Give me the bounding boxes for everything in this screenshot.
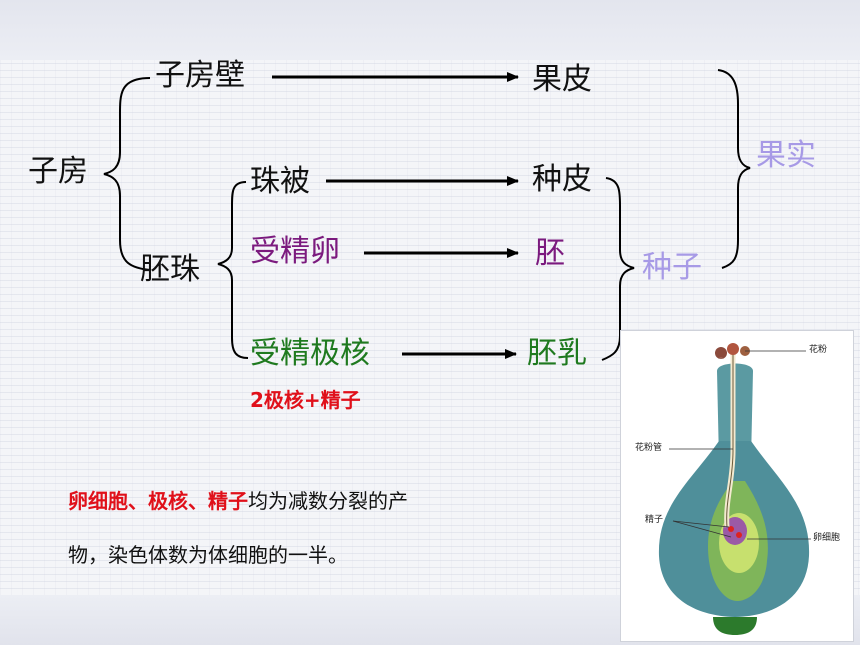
label-seed: 种子: [642, 250, 702, 285]
ovule-brace: [217, 181, 249, 359]
label-fruit: 果实: [756, 138, 816, 173]
pistil-figure: 花粉 花粉管 精子 卵细胞: [620, 330, 854, 642]
note-red-part: 卵细胞、极核、精子: [68, 489, 248, 513]
label-ovary: 子房: [28, 154, 88, 189]
fig-label-pollen-tube: 花粉管: [635, 443, 663, 453]
label-pericarp: 果皮: [532, 62, 592, 97]
fig-label-pollen: 花粉: [809, 345, 828, 355]
label-polar-note: 2极核+精子: [250, 388, 361, 412]
label-seed-coat: 种皮: [532, 162, 592, 197]
label-ovary-wall: 子房壁: [155, 58, 245, 93]
fruit-brace: [717, 69, 751, 269]
label-embryo: 胚: [535, 236, 565, 271]
fig-label-sperm: 精子: [645, 515, 664, 525]
top-band: [0, 0, 860, 60]
label-ovule: 胚珠: [140, 252, 200, 287]
label-fertilized-polar-nuclei: 受精极核: [250, 336, 370, 371]
label-endosperm: 胚乳: [527, 336, 587, 371]
note-line-2: 物，染色体数为体细胞的一半。: [68, 543, 348, 567]
fig-label-egg-cell: 卵细胞: [813, 533, 841, 543]
note-line-1: 卵细胞、极核、精子均为减数分裂的产: [68, 486, 588, 516]
label-integument: 珠被: [250, 164, 310, 199]
note-line1-rest: 均为减数分裂的产: [248, 489, 408, 513]
label-fertilized-egg: 受精卵: [250, 234, 340, 269]
seed-brace: [601, 177, 635, 361]
ovary-brace: [103, 77, 151, 271]
pistil-illustration: [658, 343, 811, 635]
